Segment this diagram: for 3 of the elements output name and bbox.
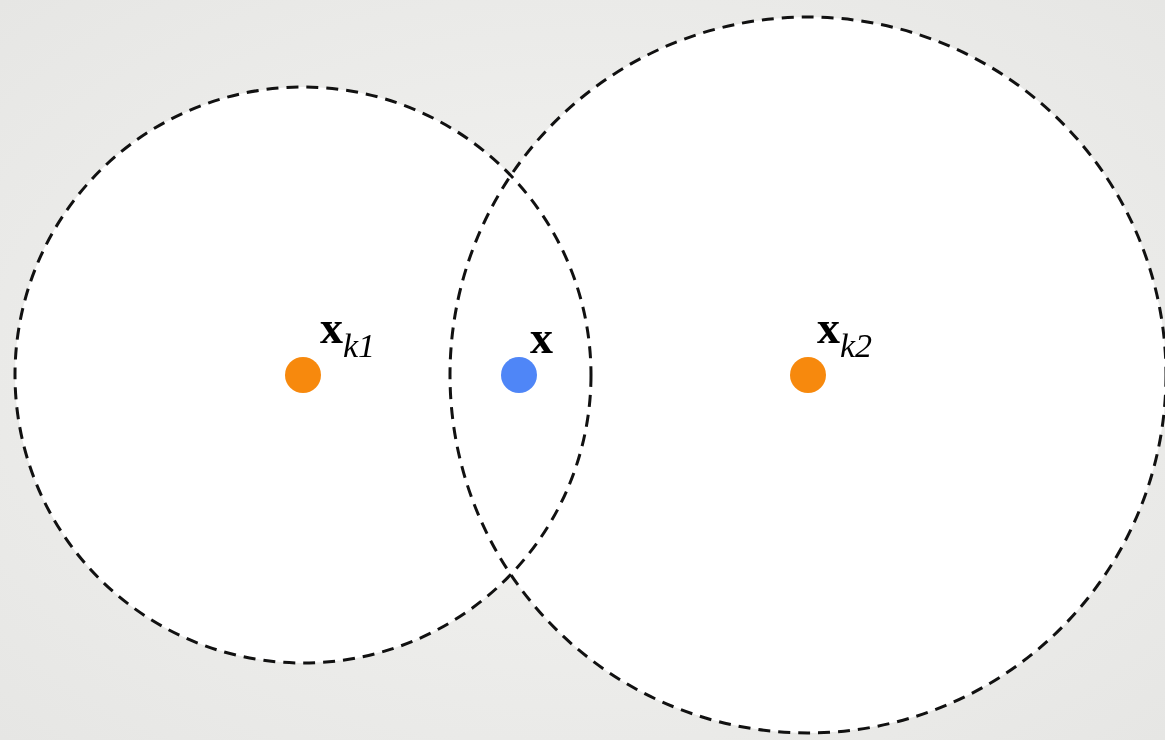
point-label: x$_{k2}$ [817, 305, 873, 363]
point-label: x [530, 315, 553, 361]
point-label: x$_{k1}$ [320, 305, 376, 363]
